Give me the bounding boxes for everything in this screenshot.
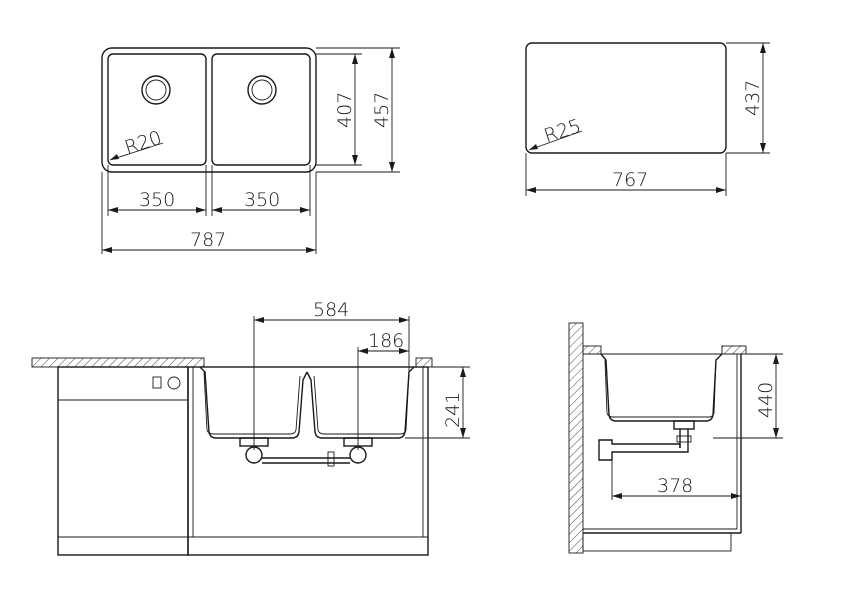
inner-depth-label: 407 [334,92,356,128]
countertop-left [31,357,205,368]
drain-offset-label: 186 [368,330,404,352]
single-width-label: 767 [612,169,648,191]
right-bowl [211,53,311,166]
side-pipe-connector-icon [676,435,692,443]
side-drain-distance-label: 378 [657,475,693,497]
wall [568,322,584,554]
side-countertop-left [582,345,602,355]
overall-width-label: 787 [190,229,226,251]
side-bowl-profile [600,353,723,422]
drain-spacing-label: 584 [313,299,349,321]
left-bowl-width-label: 350 [139,189,175,211]
pipe-connector-icon [327,451,335,467]
dishwasher [57,366,189,556]
dishwasher-button-icon [152,376,162,389]
overall-depth-label: 457 [371,92,393,128]
right-drain-icon [247,75,277,105]
top-view-double-bowl: R20 407 457 350 350 787 [101,47,400,254]
left-drain-icon [141,75,171,105]
right-bowl-profile [306,366,415,439]
front-section: 584 186 241 [31,299,470,556]
radius-label-r20: R20 [122,127,164,159]
left-bowl-profile [199,366,308,439]
dishwasher-knob-icon [167,376,181,390]
top-view-single: R25 437 767 [525,42,770,196]
side-drain-pipe [598,439,689,461]
side-countertop-right [721,345,747,355]
base-cabinet [187,366,429,556]
bowl-depth-label: 241 [442,392,464,428]
sink-outline [101,47,317,173]
right-drain-inner [251,79,273,101]
single-outline [525,42,727,154]
radius-label-r25: R25 [541,115,583,147]
left-bowl [107,53,207,166]
side-height-label: 440 [755,382,777,418]
left-drain-inner [145,79,167,101]
single-depth-label: 437 [742,80,764,116]
side-section: 440 378 [568,322,783,554]
right-bowl-width-label: 350 [244,189,280,211]
countertop-right [415,357,433,368]
